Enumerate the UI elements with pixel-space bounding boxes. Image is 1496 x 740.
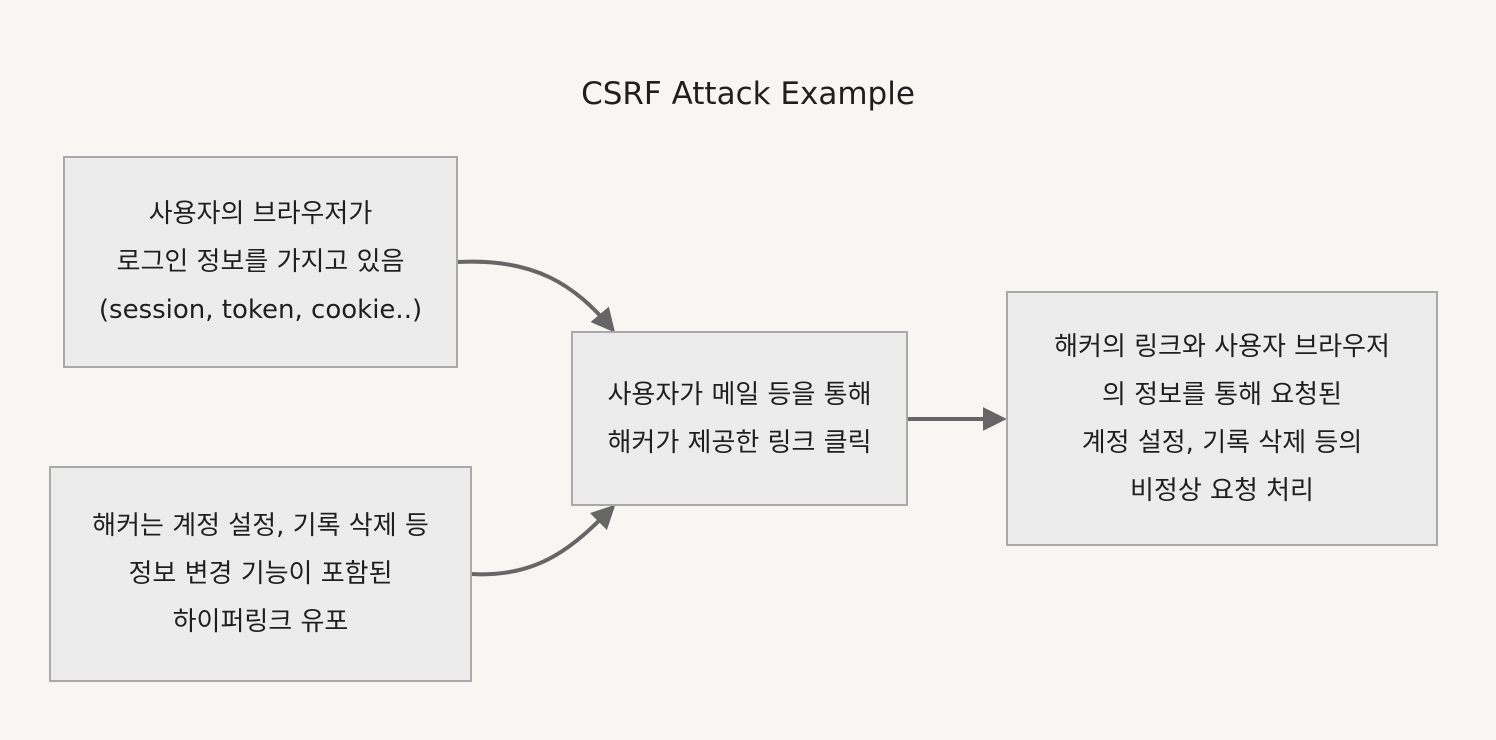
- node-text-line: 의 정보를 통해 요청된: [1101, 379, 1343, 410]
- diagram-title: CSRF Attack Example: [581, 76, 915, 112]
- node-text-line: 하이퍼링크 유포: [172, 607, 349, 637]
- node-text-line: 해커는 계정 설정, 기록 삭제 등: [92, 511, 429, 541]
- node-text-line: 사용자가 메일 등을 통해: [607, 379, 872, 410]
- edge-browser-to-click: [457, 259, 616, 333]
- node-text-line: 해커가 제공한 링크 클릭: [607, 427, 872, 458]
- node-user-click: 사용자가 메일 등을 통해 해커가 제공한 링크 클릭: [571, 331, 908, 506]
- node-text-line: 정보 변경 기능이 포함된: [128, 559, 393, 589]
- node-browser-login: 사용자의 브라우저가 로그인 정보를 가지고 있음 (session, toke…: [63, 156, 458, 368]
- node-text-line: 비정상 요청 처리: [1130, 475, 1314, 506]
- node-text-line: 계정 설정, 기록 삭제 등의: [1081, 427, 1363, 458]
- edge-hacker-to-click: [471, 504, 616, 577]
- node-text-line: 해커의 링크와 사용자 브라우저: [1054, 331, 1390, 362]
- node-hacker-link: 해커는 계정 설정, 기록 삭제 등 정보 변경 기능이 포함된 하이퍼링크 유…: [49, 466, 472, 682]
- node-text-line: 사용자의 브라우저가: [148, 199, 373, 229]
- node-abnormal-request: 해커의 링크와 사용자 브라우저 의 정보를 통해 요청된 계정 설정, 기록 …: [1006, 291, 1438, 546]
- node-text-line: (session, token, cookie..): [98, 295, 423, 325]
- node-text-line: 로그인 정보를 가지고 있음: [116, 247, 405, 277]
